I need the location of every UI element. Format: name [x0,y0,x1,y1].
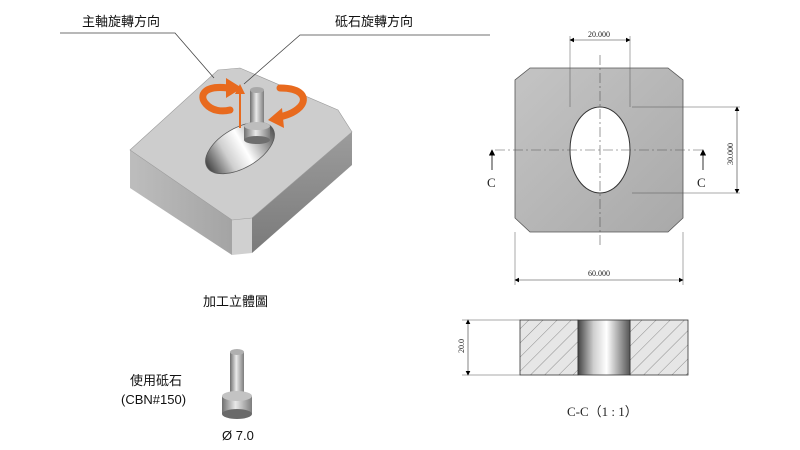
top-view-drawing: C C 20.000 30.000 60.000 [487,30,740,285]
dim-right-value: 30.000 [726,143,735,165]
tool-spec: (CBN#150) [121,392,186,407]
rotation-arrows [199,78,307,128]
section-left-hatch [519,319,579,376]
cut-label-right: C [697,175,706,190]
tool-caption: 使用砥石 [130,373,182,388]
vertical-axis-arrowhead-icon [235,84,245,94]
tool-shank-top [230,349,244,355]
tool-shank [230,352,244,396]
cut-label-left: C [487,175,496,190]
grinding-stone-head-bottom [244,136,270,144]
grinding-stone-head [244,126,270,140]
tool-head-top [222,391,252,401]
section-right-hatch [629,319,689,376]
tool-diameter: Ø 7.0 [222,428,254,443]
stone-label-leader [243,34,490,85]
tool-head-bottom [222,409,252,419]
block-left-side [130,150,232,255]
dim-bottom-value: 60.000 [588,269,610,278]
spindle-label-leader [60,32,215,79]
label-leaders [60,32,490,85]
tool-head [222,396,252,414]
stone-rotation-arrowhead-icon [268,108,284,128]
grinding-stone-head-top [244,122,270,130]
block-right-side [252,132,352,253]
block-hole-rim [205,121,275,175]
spindle-rotation-arrow-icon [199,83,234,115]
section-title: C-C（1 : 1） [567,404,638,419]
stone-rotation-arrow-icon [272,84,307,122]
dim-thickness-value: 20.0 [457,339,466,353]
spindle-rotation-label: 主軸旋轉方向 [82,14,160,29]
spindle-rotation-arrowhead-icon [226,78,242,98]
grinding-stone-tool [222,349,252,419]
grinding-stone-shaft-top [250,87,264,93]
stone-rotation-label: 砥石旋轉方向 [335,14,413,29]
section-view: 20.0 C-C（1 : 1） [457,319,689,419]
iso-caption: 加工立體圖 [203,294,268,309]
block-corner-chamfer [232,218,252,255]
section-bore [577,319,631,376]
dim-top-value: 20.000 [588,30,610,39]
